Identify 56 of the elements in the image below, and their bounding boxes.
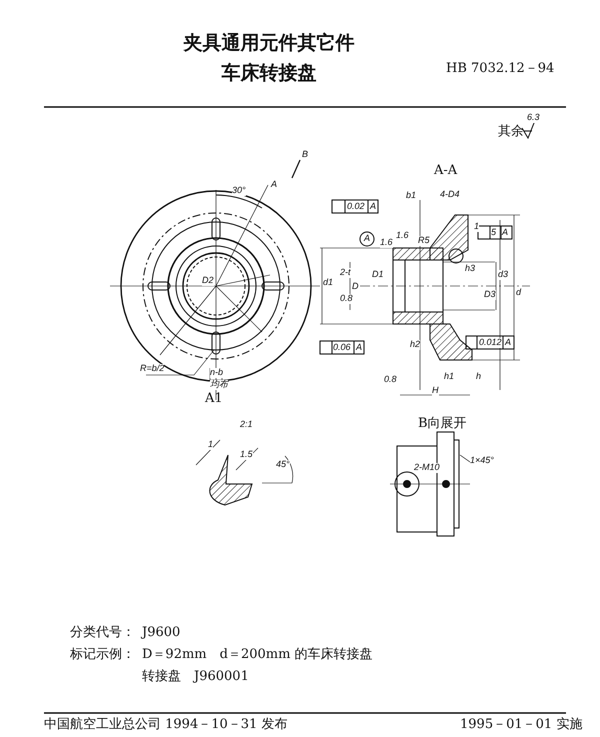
- datum-letter: A: [370, 202, 376, 212]
- datum-letter: A: [505, 338, 512, 348]
- angle-dimension: 30°: [232, 186, 246, 196]
- dimension-text: d: [516, 288, 522, 298]
- dimension-text: b1: [406, 191, 416, 201]
- section-letter: A: [271, 180, 278, 190]
- field-label: 分类代号：: [70, 626, 135, 640]
- scale-label: 2:1: [240, 420, 253, 430]
- effective-date: 1995－01－01 实施: [460, 718, 582, 732]
- datum-letter: A: [502, 228, 508, 238]
- dimension-text: 4-D4: [440, 190, 460, 200]
- tolerance-value: 0.06: [333, 343, 351, 353]
- dimension-text: D2: [202, 276, 214, 286]
- dimension-text: H: [432, 386, 438, 396]
- dimension-text: 2-t: [340, 268, 351, 278]
- dimension-text: n-b: [210, 368, 224, 378]
- dimension-text: 1: [208, 440, 214, 450]
- dimension-text: d3: [498, 270, 508, 280]
- view-label: B向展开: [418, 417, 467, 432]
- dimension-text: h3: [465, 264, 476, 274]
- note: 其余: [498, 125, 524, 140]
- roughness-value: 1.6: [396, 231, 409, 241]
- field-value: J9600: [142, 626, 180, 640]
- dimension-text: 2-M10: [414, 463, 440, 473]
- dimension-text: D1: [372, 270, 384, 280]
- dimension-text: D3: [484, 290, 496, 300]
- tolerance-value: 0.012: [479, 338, 502, 348]
- dimension-text: 1: [474, 222, 480, 232]
- tolerance-value: 5: [491, 228, 496, 238]
- dimension-text: R=b/2: [140, 364, 164, 374]
- field-label: 标记示例：: [70, 648, 135, 662]
- dimension-text: D: [352, 282, 358, 292]
- roughness-value: 6.3: [527, 113, 540, 123]
- issue-note: 中国航空工业总公司 1994－10－31 发布: [44, 718, 288, 732]
- note: 均布: [210, 380, 228, 390]
- dimension-text: h2: [410, 340, 420, 350]
- view-letter: B: [302, 150, 308, 160]
- roughness-value: 1.6: [380, 238, 393, 248]
- angle-dimension: 45°: [276, 460, 290, 470]
- datum-letter: A: [364, 234, 370, 244]
- example-text: D＝92mm d＝200mm 的车床转接盘: [142, 648, 373, 662]
- example-text: 转接盘 J960001: [142, 670, 249, 684]
- view-label: A1: [205, 392, 223, 406]
- roughness-value: 0.8: [384, 375, 397, 385]
- datum-letter: A: [356, 343, 362, 353]
- dimension-text: d1: [323, 278, 334, 288]
- dimension-text: h1: [444, 372, 454, 382]
- dimension-text: 1.5: [240, 450, 253, 460]
- dimension-text: h: [476, 372, 482, 382]
- dimension-text: R5: [418, 236, 430, 246]
- view-label: A-A: [434, 164, 458, 178]
- standard-number: HB 7032.12－94: [446, 62, 554, 76]
- roughness-value: 0.8: [340, 294, 353, 304]
- title: 夹具通用元件其它件车床转接盘: [182, 31, 356, 86]
- dimension-text: 1×45°: [470, 456, 494, 466]
- tolerance-value: 0.02: [347, 202, 365, 212]
